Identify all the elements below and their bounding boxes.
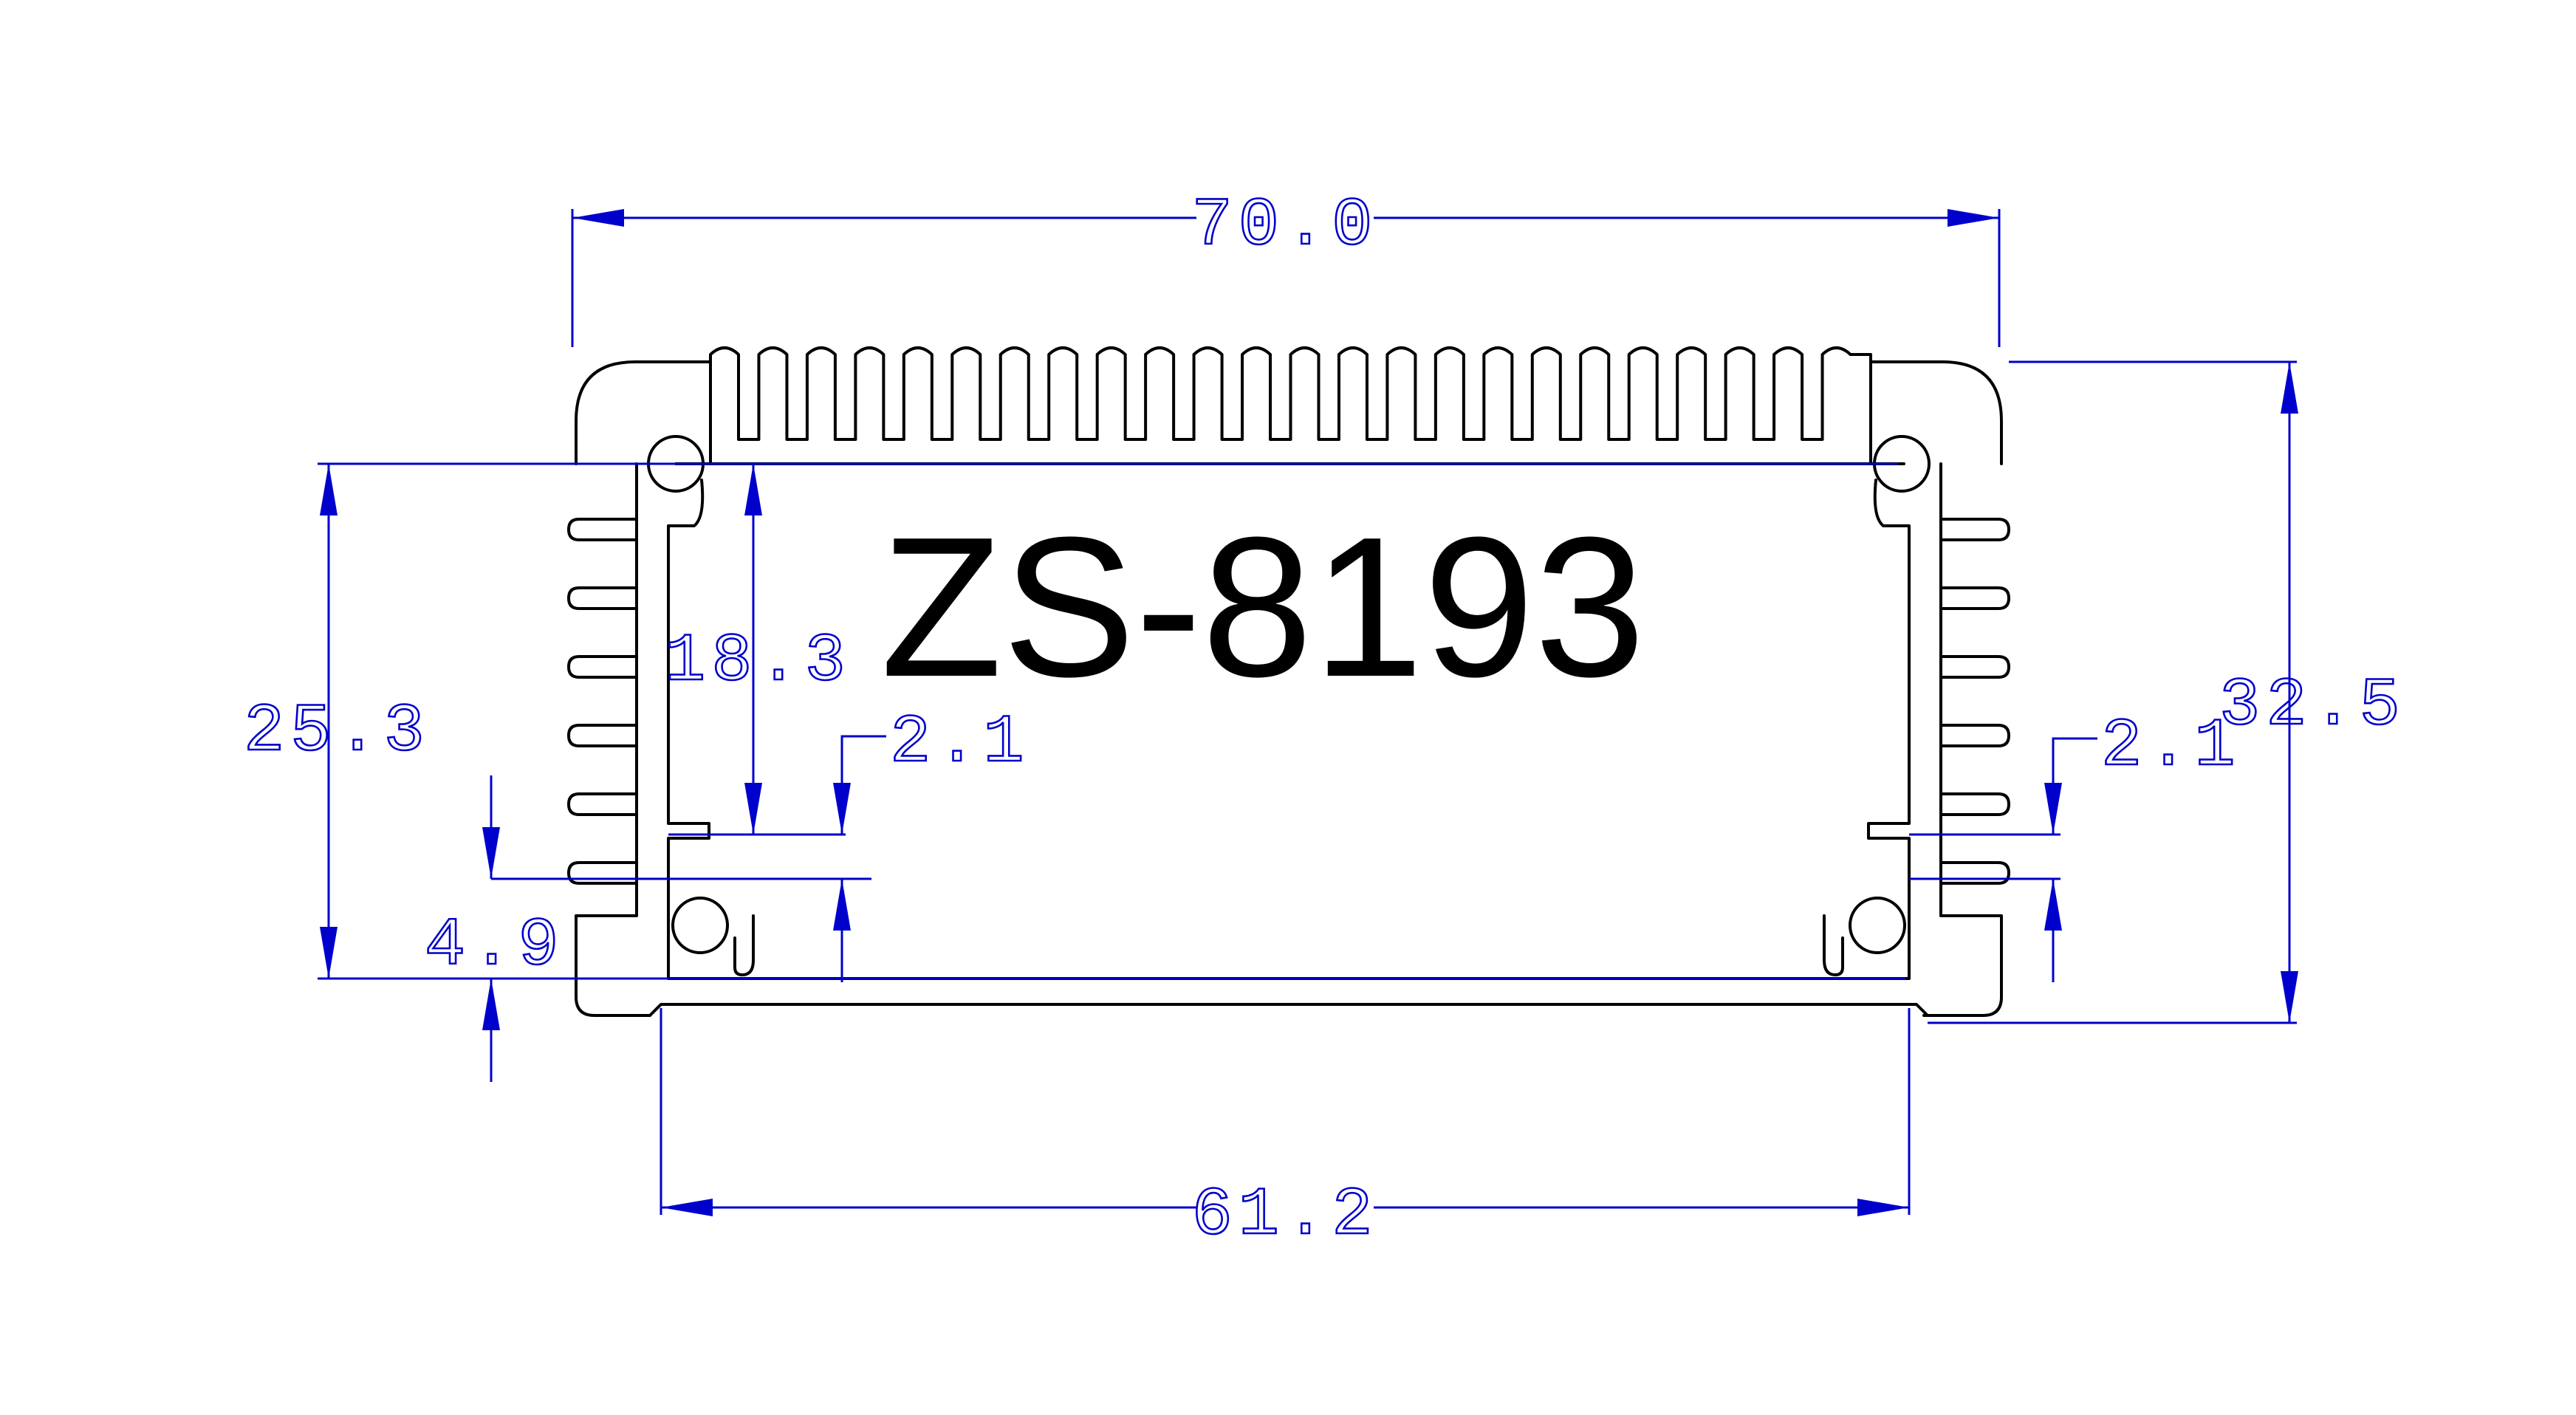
- left-fin-column: [567, 518, 638, 885]
- dimension-overall-width: 70.0: [571, 186, 2001, 347]
- dimension-slot-left: 2.1: [491, 703, 1030, 982]
- outer-right-corner: [1869, 360, 2003, 465]
- dim-text-inner-width: 61.2: [1192, 1176, 1379, 1254]
- dim-text-base-offset: 4.9: [425, 907, 565, 984]
- dim-text-slot-right: 2.1: [2101, 708, 2241, 785]
- dim-text-side-height: 25.3: [244, 693, 431, 770]
- outer-left-corner: [575, 360, 712, 465]
- right-boss-upper: [1867, 479, 1911, 873]
- dimension-overall-height: 32.5: [1928, 360, 2406, 1024]
- dim-text-overall-height: 32.5: [2219, 667, 2406, 744]
- dim-text-overall-width: 70.0: [1192, 187, 1379, 264]
- dimension-inner-height: 18.3: [664, 464, 852, 835]
- bottom-plate: [667, 870, 1911, 980]
- top-fin-row: [709, 346, 1872, 465]
- right-boss-lower: [1823, 914, 1844, 976]
- left-boss-lower: [733, 914, 755, 976]
- model-label: ZS-8193: [880, 496, 1645, 719]
- dimension-annotations: 70.0 61.2 32.5 25.3: [243, 186, 2406, 1255]
- dimension-inner-width: 61.2: [660, 1008, 1911, 1255]
- left-screw-hole-bottom: [671, 897, 729, 954]
- dimension-slot-right: 2.1: [1909, 707, 2241, 982]
- right-screw-hole-bottom: [1849, 897, 1906, 954]
- right-fin-column: [1939, 518, 2010, 885]
- dimension-base-offset: 4.9: [424, 775, 565, 1082]
- bottom-outer: [648, 1003, 1929, 1017]
- dimension-side-height: 25.3: [243, 462, 1905, 980]
- left-boss-upper: [667, 479, 710, 873]
- dim-text-slot-left: 2.1: [890, 704, 1030, 781]
- left-inner-wall: [575, 462, 651, 1017]
- dim-text-inner-height: 18.3: [665, 623, 852, 700]
- right-inner-wall: [1922, 462, 2003, 1017]
